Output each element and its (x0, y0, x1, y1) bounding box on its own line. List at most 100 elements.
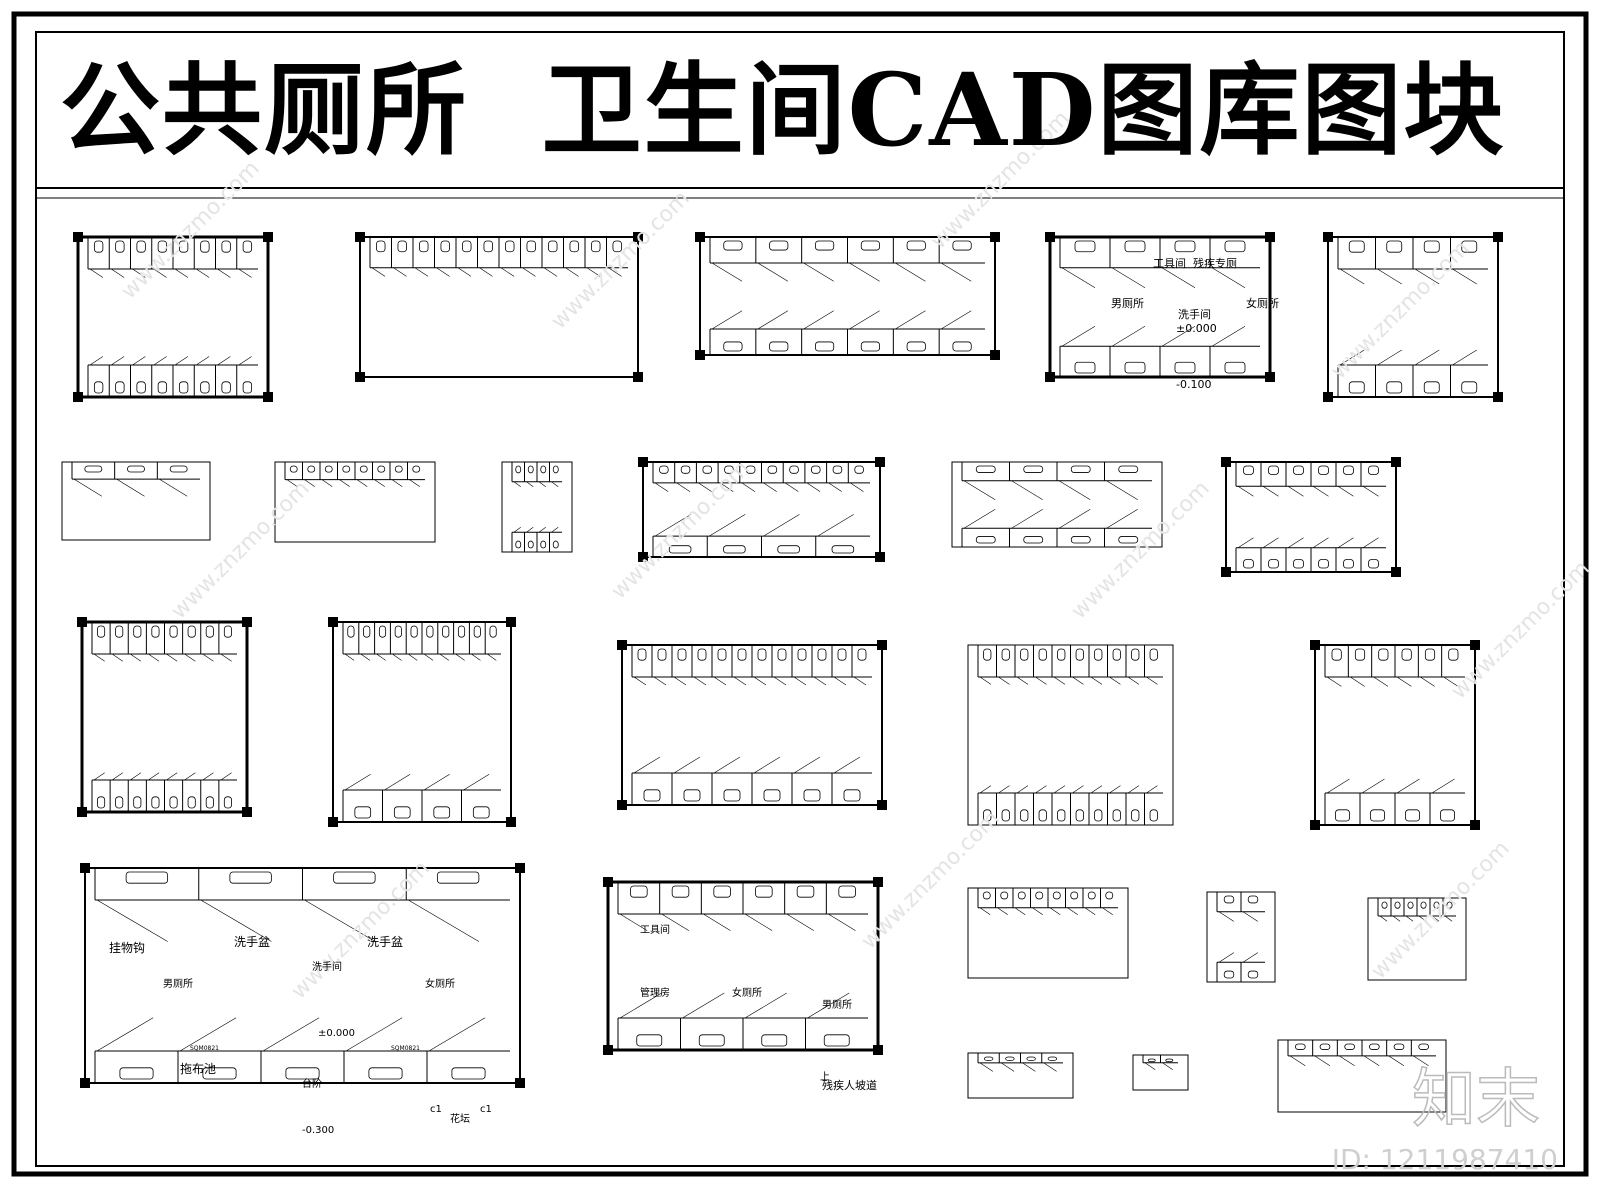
toilet-icon (1461, 240, 1478, 253)
floor-plan-2 (355, 232, 643, 382)
stall-door (633, 756, 661, 774)
toilet-icon (472, 806, 490, 819)
stall-door (1326, 778, 1350, 794)
toilet-icon (1461, 381, 1478, 394)
toilet-icon (1118, 536, 1139, 544)
stall-door (384, 773, 411, 791)
toilet-icon (451, 1067, 486, 1080)
floor-plan-11 (1221, 457, 1401, 577)
label-womens: 女厕所 (732, 986, 762, 999)
toilet-icon (713, 885, 731, 898)
toilet-icon (952, 341, 972, 352)
stall-door (565, 267, 579, 277)
toilet-icon (527, 465, 534, 474)
watermark-text: www.znzmo.com (1447, 556, 1595, 704)
toilet-icon (1035, 891, 1044, 900)
toilet-icon (769, 240, 789, 251)
column (603, 1045, 613, 1055)
toilet-icon (854, 465, 864, 474)
toilet-icon (797, 648, 807, 661)
toilet-icon (1331, 648, 1342, 661)
toilet-icon (1174, 240, 1196, 253)
toilet-icon (796, 885, 815, 898)
stall-door (130, 653, 142, 662)
stall-door (1053, 785, 1066, 794)
toilet-icon (811, 465, 821, 474)
stall-door (1361, 778, 1385, 794)
stall-door (744, 913, 773, 931)
floor-plan-1 (73, 232, 273, 402)
stall-door (813, 676, 827, 686)
toilet-icon (552, 465, 559, 474)
stall-door (391, 479, 403, 487)
stall-door (1337, 537, 1354, 549)
toilet-icon (505, 240, 515, 253)
stall-door (202, 772, 214, 781)
floor-plan-23 (1132, 1054, 1189, 1091)
toilet-icon (1293, 559, 1304, 569)
stall-door (803, 262, 834, 282)
watermark-text: www.znzmo.com (547, 186, 695, 334)
toilet-icon (187, 796, 196, 809)
label-level: ±0.000 (1176, 322, 1217, 335)
column (1045, 372, 1055, 382)
toilet-icon (755, 885, 773, 898)
toilet-icon (1368, 559, 1379, 569)
column (695, 350, 705, 360)
stall-door (1109, 676, 1121, 685)
stall-door (513, 481, 521, 488)
stall-door (513, 526, 521, 533)
column (1391, 567, 1401, 577)
stall-door (371, 267, 386, 277)
toilet-icon (1020, 809, 1029, 822)
stall-door (159, 478, 188, 497)
stall-door (1146, 676, 1158, 685)
stall-door (850, 482, 864, 492)
toilet-icon (552, 540, 559, 549)
toilet-icon (473, 625, 481, 638)
stall-door (849, 262, 880, 282)
column (242, 807, 252, 817)
toilet-icon (1020, 648, 1029, 661)
plan-washroom-a-labels: 工具间 残疾专厕 男厕所 女厕所 洗手间 ±0.000 -0.100 (1111, 256, 1279, 391)
toilet-icon (1087, 891, 1096, 900)
toilet-icon (698, 1034, 725, 1047)
stall-door (1022, 1062, 1036, 1072)
floor-plan-14 (617, 640, 887, 810)
column (633, 372, 643, 382)
stall-door (111, 772, 123, 781)
column (990, 350, 1000, 360)
toilet-icon (242, 381, 253, 394)
stall-door (1111, 325, 1146, 347)
toilet-icon (569, 240, 579, 253)
toilet-icon (1319, 1043, 1331, 1050)
toilet-icon (1131, 648, 1140, 661)
stall-door (833, 756, 861, 774)
toilet-icon (97, 796, 106, 809)
toilet-icon (817, 648, 827, 661)
label-management: 管理房 (640, 986, 670, 999)
label-basin-right: 洗手盆 (367, 935, 403, 949)
toilet-icon (697, 648, 707, 661)
toilet-icon (151, 796, 160, 809)
stall-door (1011, 480, 1043, 500)
stall-door (719, 482, 734, 492)
label-outside-level: -0.300 (302, 1125, 334, 1136)
stall-door (1084, 907, 1096, 916)
toilet-icon (483, 240, 493, 253)
label-accessible-wc: 残疾专厕 (1193, 256, 1237, 270)
stall-door (807, 992, 850, 1019)
stall-door (895, 262, 926, 282)
toilet-icon (723, 240, 743, 251)
stall-door (1049, 907, 1061, 916)
label-mop-sink: 拖布池 (180, 1062, 216, 1076)
toilet-icon (1070, 891, 1079, 900)
toilet-icon (724, 465, 734, 474)
label-tool-room: 工具间 (640, 923, 670, 936)
floor-plan-18 (603, 877, 883, 1055)
toilet-icon (637, 648, 647, 661)
toilet-icon (178, 381, 189, 394)
toilet-icon (723, 341, 743, 352)
toilet-icon (426, 625, 434, 638)
toilet-icon (1105, 891, 1114, 900)
